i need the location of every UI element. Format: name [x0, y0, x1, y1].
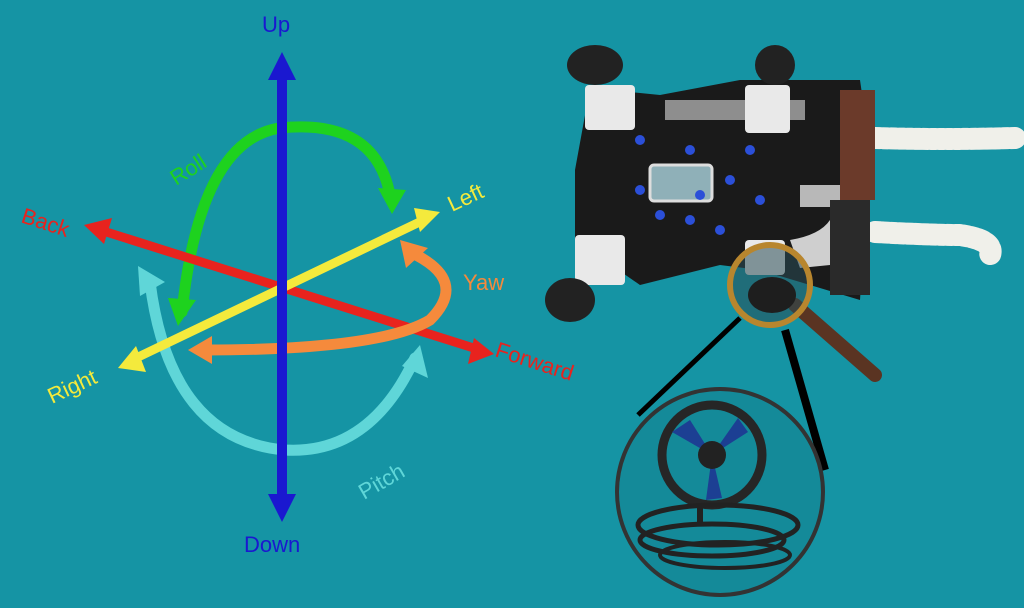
roll-arc — [168, 121, 406, 326]
axes-diagram: Up Down Back Forward Left Right Roll Yaw… — [18, 12, 576, 557]
yaw-arc — [188, 240, 452, 364]
thruster-closeup — [615, 387, 825, 597]
left-label: Left — [444, 178, 488, 216]
up-down-axis — [268, 52, 296, 522]
robot-photo — [545, 45, 1024, 322]
thruster-pod-top-left — [567, 45, 635, 130]
tentacle-lower — [864, 221, 1002, 266]
down-label: Down — [244, 532, 300, 557]
tentacle-upper — [864, 127, 1024, 150]
right-label: Right — [44, 364, 101, 408]
up-label: Up — [262, 12, 290, 37]
back-label: Back — [18, 203, 73, 242]
zoom-line-left — [636, 316, 742, 417]
thruster-pod-bottom-left — [545, 235, 625, 322]
thruster-pod-top-right — [745, 45, 795, 133]
yaw-label: Yaw — [463, 270, 504, 295]
magnifier-icon — [727, 242, 882, 382]
zoom-line-right — [781, 328, 829, 472]
roll-label: Roll — [165, 149, 210, 190]
pitch-label: Pitch — [354, 458, 409, 504]
forward-label: Forward — [492, 337, 576, 386]
